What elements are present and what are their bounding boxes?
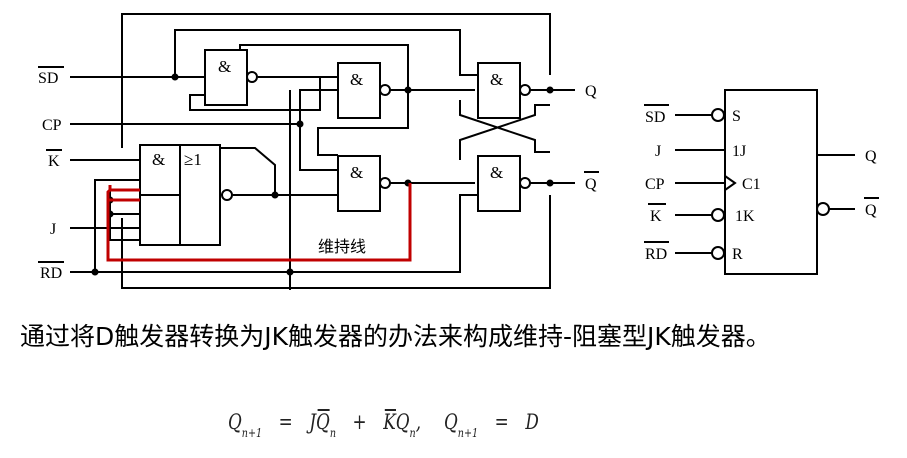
jk-label-sd: SD [645, 109, 665, 126]
formula-sub3: n+1 [457, 426, 479, 440]
formula-q3: Q [444, 410, 458, 434]
formula-d: D [525, 410, 539, 434]
gate-label-and: & [152, 150, 165, 169]
hold-line [106, 183, 412, 262]
formula-subn2: n [409, 426, 416, 440]
jk-label-k: K [650, 208, 662, 225]
gate-label-2: & [350, 70, 363, 89]
formula-eq1: = [278, 410, 293, 434]
gate-label-1: & [218, 57, 231, 76]
formula: Qn+1 = JQn + KQn, Qn+1 = D [228, 409, 539, 450]
formula-qbar: Q [316, 409, 330, 434]
jk-label-rd: RD [645, 246, 667, 263]
hold-line-label: 维持线 [318, 237, 366, 256]
and-gate-q [477, 62, 521, 119]
jk-pin-r: R [732, 246, 743, 263]
gate-label-3: & [350, 163, 363, 182]
gate-label-or: ≥1 [184, 150, 202, 169]
label-cp: CP [42, 117, 62, 134]
label-q: Q [585, 83, 597, 100]
formula-comma: , [415, 410, 422, 434]
circuit-diagram: SD CP K J RD Q Q & & & & & & ≥1 维持线 [38, 13, 879, 290]
formula-subn1: n [329, 426, 336, 440]
gate-label-qbar: & [490, 163, 503, 182]
label-rd: RD [40, 265, 62, 282]
formula-sub1: n+1 [241, 426, 263, 440]
and-gate-1 [204, 49, 248, 106]
description-text: 通过将D触发器转换为JK触发器的办法来构成维持-阻塞型JK触发器。 [20, 322, 771, 351]
formula-j: J [309, 410, 317, 434]
jk-label-j: J [655, 143, 661, 160]
jk-label-cp: CP [645, 176, 665, 193]
jk-out-q: Q [865, 148, 877, 165]
formula-eq2: = [494, 410, 509, 434]
left-circuit: SD CP K J RD Q Q & & & & & & ≥1 维持线 [38, 13, 599, 290]
jk-pin-1k: 1K [735, 208, 755, 225]
jk-pin-s: S [732, 108, 741, 125]
label-sd: SD [38, 70, 58, 87]
label-k: K [48, 153, 60, 170]
label-j: J [50, 221, 56, 238]
jk-symbol: SD J CP K RD S 1J C1 1K R Q Q [644, 89, 879, 275]
formula-plus: + [352, 410, 367, 434]
gate-label-q: & [490, 70, 503, 89]
formula-kbar: K [383, 409, 396, 434]
jk-pin-c1: C1 [742, 176, 761, 193]
and-gate-3 [337, 155, 381, 212]
jk-out-q-bar: Q [865, 202, 877, 219]
formula-q2: Q [395, 410, 410, 434]
jk-pin-1j: 1J [732, 143, 746, 160]
and-gate-qbar [477, 155, 521, 212]
and-gate-2 [337, 62, 381, 119]
label-q-bar: Q [585, 176, 597, 193]
formula-q1: Q [228, 410, 242, 434]
